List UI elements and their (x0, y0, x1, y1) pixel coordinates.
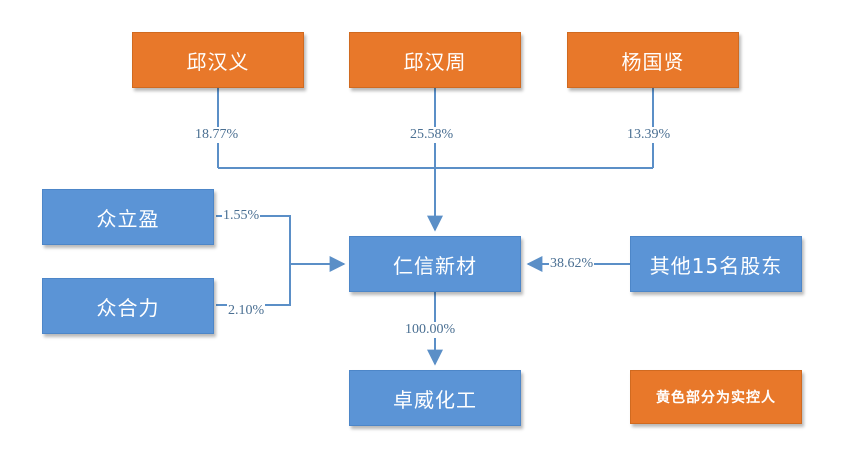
shareholder-box-qiuhanzhou: 邱汉周 (349, 32, 521, 88)
legend-box: 黄色部分为实控人 (630, 370, 802, 424)
shareholder-box-others: 其他15名股东 (630, 236, 802, 292)
shareholder-box-yangguoxian: 杨国贤 (567, 32, 739, 88)
shareholder-name: 众合力 (96, 295, 160, 320)
pct-others: 38.62% (549, 256, 595, 272)
subsidiary-name: 卓威化工 (393, 387, 477, 412)
pct-qiuhanzhou: 25.58% (409, 127, 455, 143)
shareholder-name: 其他15名股东 (649, 253, 783, 278)
shareholder-name: 众立盈 (96, 206, 160, 231)
shareholder-name: 邱汉周 (403, 49, 467, 74)
shareholder-name: 邱汉义 (186, 49, 250, 74)
pct-yangguoxian: 13.39% (626, 127, 672, 143)
company-box: 仁信新材 (349, 236, 521, 292)
shareholder-box-zhongliying: 众立盈 (42, 189, 214, 245)
subsidiary-box: 卓威化工 (349, 370, 521, 426)
pct-qiuhanyi: 18.77% (194, 127, 240, 143)
pct-zhongheli: 2.10% (227, 303, 266, 319)
pct-subsidiary: 100.00% (404, 322, 457, 338)
legend-text: 黄色部分为实控人 (656, 390, 776, 406)
shareholder-box-zhongheli: 众合力 (42, 278, 214, 334)
company-name: 仁信新材 (393, 253, 477, 278)
line-zhongheli (216, 264, 291, 306)
shareholder-box-qiuhanyi: 邱汉义 (132, 32, 304, 88)
shareholder-name: 杨国贤 (621, 49, 685, 74)
pct-zhongliying: 1.55% (222, 208, 261, 224)
